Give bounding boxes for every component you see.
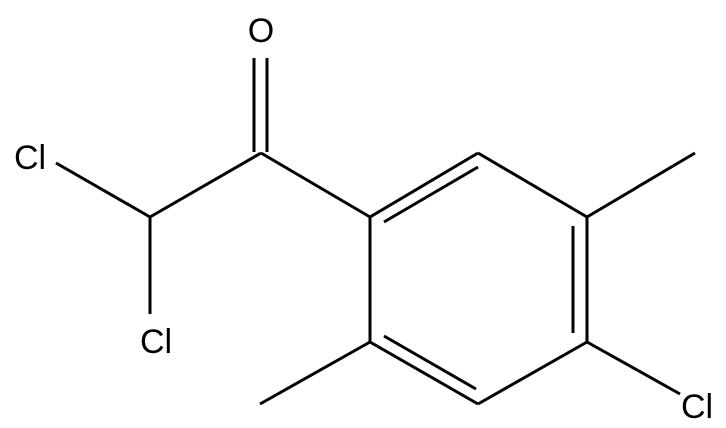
bond-chcl2-to-cl-upper (55, 161, 151, 219)
ring-inner-bond-c1-c2 (383, 165, 479, 224)
oxygen-atom-label: O (248, 12, 274, 50)
chlorine-atom-label-ring: Cl (681, 388, 713, 426)
bond-methyl-lower-left (259, 340, 371, 406)
chlorine-atom-label-lower: Cl (140, 323, 172, 361)
ring-bond-c5-c6 (369, 340, 479, 406)
bond-ring-to-cl (586, 340, 681, 396)
ring-bond-c1-c2 (369, 151, 479, 219)
bond-methyl-upper-right (586, 151, 696, 219)
chlorine-atom-label-upper: Cl (14, 139, 46, 177)
ring-inner-bond-c5-c6 (383, 334, 477, 391)
bond-carbonyl-to-chcl2 (149, 151, 262, 219)
ring-bond-c2-c3 (477, 151, 588, 219)
ring-bond-c4-c5 (477, 340, 588, 406)
bond-carbonyl-to-ring (260, 151, 371, 219)
